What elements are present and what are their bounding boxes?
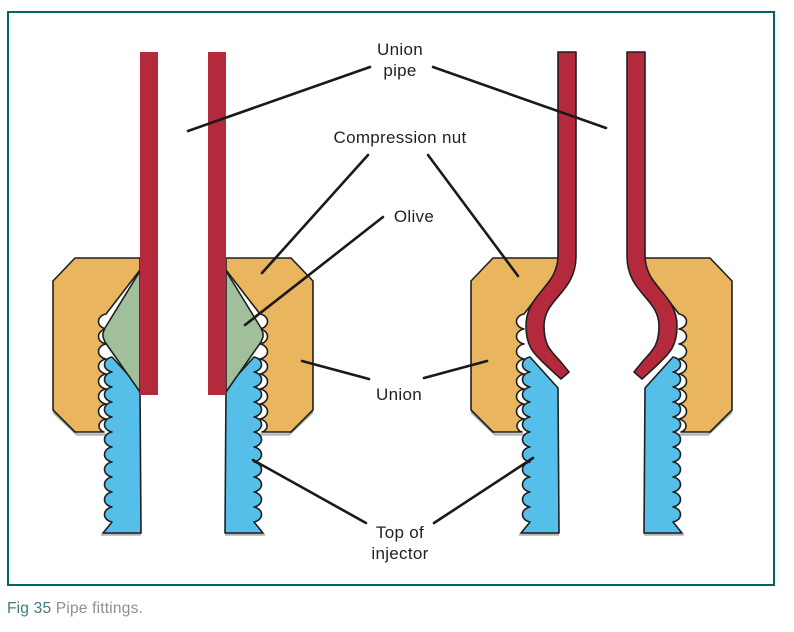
label-compression-nut: Compression nut [333,128,467,147]
union-pipe-left-wall [140,52,158,395]
label-union: Union [376,385,422,404]
label-top-of-injector-line1: Top of [375,523,425,542]
figure-border [7,11,775,586]
leader-compression-nut-left [260,153,370,275]
caption-figure-number: Fig 35 [7,600,52,617]
leader-union-left [300,359,371,381]
label-olive: Olive [393,207,435,226]
fitting-with-olive [51,52,315,536]
leader-top-of-injector-left [251,458,368,525]
figure-caption: Fig 35 Pipe fittings. [7,600,143,618]
leader-top-of-injector-right [432,456,535,525]
union-pipe-right-wall [208,52,226,395]
leader-union-right [422,359,489,380]
leader-compression-nut-right [426,153,520,278]
leader-union-pipe-right [431,65,608,130]
label-union-pipe-line2: pipe [383,61,417,80]
leader-lines [186,65,608,525]
leader-olive [243,215,385,327]
caption-text: Pipe fittings. [55,600,144,617]
fitting-with-deformed-pipe [469,51,734,536]
deformed-pipe-right-wall [626,51,678,380]
label-union-pipe-line1: Union [377,40,423,59]
leader-union-pipe-left [186,65,372,133]
label-union-pipe: Union pipe [377,39,423,81]
deformed-pipe-left-wall [525,51,577,380]
label-top-of-injector-line2: injector [371,544,429,563]
label-top-of-injector: Top of injector [371,522,428,564]
